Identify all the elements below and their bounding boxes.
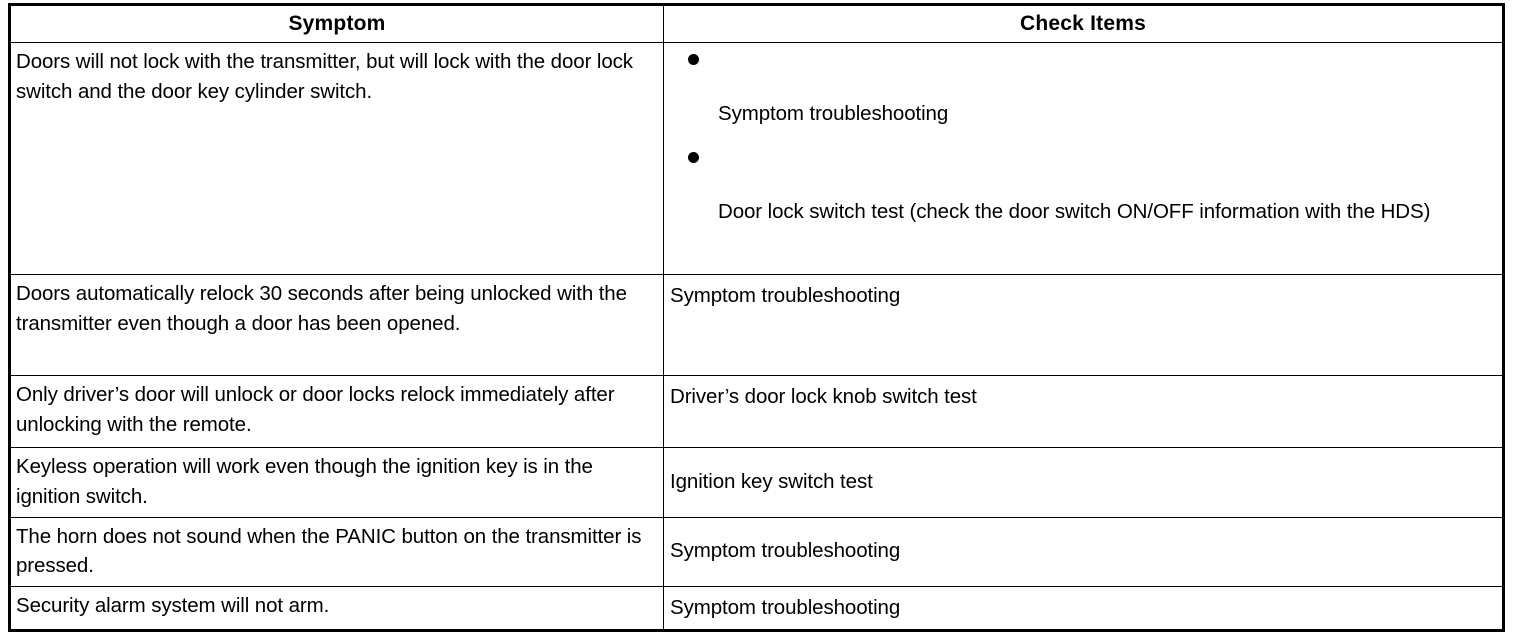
table-row: The horn does not sound when the PANIC b… bbox=[9, 516, 1504, 587]
check-items-cell: Driver’s door lock knob switch test bbox=[663, 375, 1504, 449]
check-items-list: Symptom troubleshooting Door lock switch… bbox=[670, 49, 1496, 226]
column-header-symptom: Symptom bbox=[9, 3, 664, 44]
table-row: Keyless operation will work even though … bbox=[9, 447, 1504, 518]
check-items-cell: Symptom troubleshooting bbox=[663, 516, 1504, 587]
header-row: Symptom Check Items bbox=[9, 3, 1504, 44]
symptom-cell: Doors automatically relock 30 seconds af… bbox=[9, 274, 664, 377]
symptom-cell: Keyless operation will work even though … bbox=[9, 447, 664, 518]
check-items-cell: Symptom troubleshooting bbox=[663, 585, 1504, 631]
check-item-label: Door lock switch test (check the door sw… bbox=[718, 199, 1431, 223]
bullet-icon bbox=[688, 147, 1496, 167]
table-row: Doors automatically relock 30 seconds af… bbox=[9, 274, 1504, 377]
check-items-cell: Symptom troubleshooting Door lock switch… bbox=[663, 42, 1504, 276]
symptom-cell: Only driver’s door will unlock or door l… bbox=[9, 375, 664, 449]
table-header: Symptom Check Items bbox=[9, 3, 1504, 44]
check-items-cell: Symptom troubleshooting bbox=[663, 274, 1504, 377]
list-item: Symptom troubleshooting bbox=[670, 49, 1496, 129]
check-item-label: Symptom troubleshooting bbox=[718, 102, 949, 126]
column-header-check-items: Check Items bbox=[663, 3, 1504, 44]
list-item: Door lock switch test (check the door sw… bbox=[670, 147, 1496, 227]
bullet-icon bbox=[688, 49, 1496, 69]
document-page: Symptom Check Items Doors will not lock … bbox=[8, 3, 1505, 632]
table-row: Security alarm system will not arm. Symp… bbox=[9, 585, 1504, 631]
check-items-cell: Ignition key switch test bbox=[663, 447, 1504, 518]
symptom-cell: The horn does not sound when the PANIC b… bbox=[9, 516, 664, 587]
symptom-check-items-table: Symptom Check Items Doors will not lock … bbox=[8, 3, 1505, 632]
table-row: Only driver’s door will unlock or door l… bbox=[9, 375, 1504, 449]
symptom-cell: Security alarm system will not arm. bbox=[9, 585, 664, 631]
table-body: Doors will not lock with the transmitter… bbox=[9, 42, 1504, 631]
symptom-cell: Doors will not lock with the transmitter… bbox=[9, 42, 664, 276]
table-row: Doors will not lock with the transmitter… bbox=[9, 42, 1504, 276]
